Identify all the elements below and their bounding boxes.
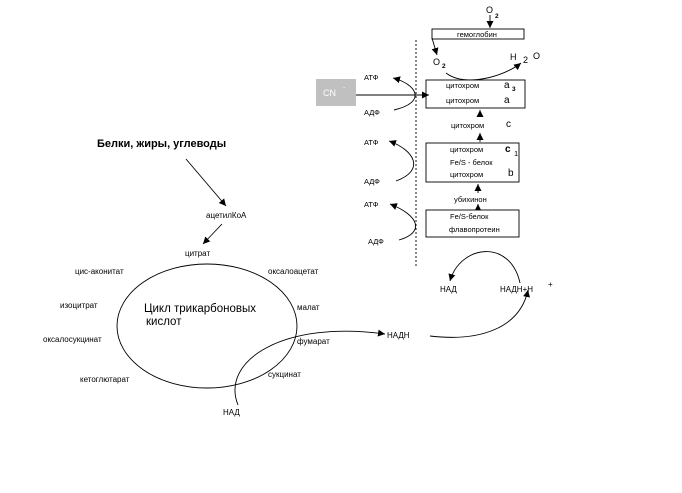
label-isocitrate: изоцитрат	[60, 301, 98, 310]
label-cis-aconitate: цис-аконитат	[75, 267, 124, 276]
label-atp-3: АТФ	[364, 200, 379, 209]
arrow-adp-to-atp-3	[389, 203, 417, 241]
hemoglobin-box	[431, 28, 525, 40]
label-cyt-a3-letter: a	[504, 80, 510, 91]
label-water-h: H	[510, 52, 517, 62]
flavoprotein-box	[425, 209, 520, 238]
label-fes-b: Fe/S - белок	[450, 158, 493, 167]
label-succinate: сукцинат	[268, 370, 301, 379]
label-atp-1: АТФ	[364, 73, 379, 82]
label-ubiquinone: убихинон	[454, 195, 487, 204]
arrow-substrates-to-acetylcoa	[185, 158, 227, 207]
label-adp-2: АДФ	[364, 177, 380, 186]
label-o2-top: O	[486, 5, 493, 15]
label-adp-1: АДФ	[364, 108, 380, 117]
label-citrate: цитрат	[185, 249, 210, 258]
label-cyt-b-letter: b	[508, 168, 514, 179]
label-cyt-a-letter: a	[504, 95, 510, 106]
label-cyt-a3-sub: 3	[512, 86, 516, 93]
label-cyanide-sup: -	[343, 83, 346, 92]
label-flavoprotein: флавопротеин	[449, 225, 500, 234]
label-nadh-out: НАДН	[387, 331, 410, 340]
label-oxalosuccinate: оксалосукцинат	[43, 335, 102, 344]
label-water-2: 2	[523, 55, 528, 65]
heading-substrates: Белки, жиры, углеводы	[97, 138, 226, 150]
label-o2-bottom: O	[433, 57, 440, 67]
label-cyanide: CN	[323, 88, 336, 98]
arrow-adp-to-atp-1	[392, 76, 416, 111]
label-cyt-a3: цитохром	[446, 81, 479, 90]
label-cyt-b: цитохром	[450, 170, 483, 179]
label-acetylcoa: ацетилКоА	[206, 211, 247, 220]
arrow-adp-to-atp-2	[388, 140, 415, 182]
label-fumarate: фумарат	[297, 337, 330, 346]
arrow-hemoglobin-to-o2	[431, 37, 439, 56]
label-atp-2: АТФ	[364, 138, 379, 147]
tca-cycle-title-2: кислот	[146, 316, 182, 328]
arrow-acetylcoa-to-citrate	[202, 223, 223, 245]
label-cyt-c1: цитохром	[450, 145, 483, 154]
label-fes-fp: Fe/S-белок	[450, 212, 489, 221]
arrow-nadh-h-to-nad	[448, 251, 521, 284]
tca-cycle-title-1: Цикл трикарбоновых	[144, 303, 256, 315]
label-o2-bottom-sub: 2	[442, 63, 446, 70]
label-hemoglobin: гемоглобин	[457, 30, 497, 39]
cytochrome-b-c1-box	[425, 142, 520, 183]
label-nad-cycle-nad: НАД	[440, 285, 457, 294]
label-cyt-a: цитохром	[446, 96, 479, 105]
label-cyt-c: цитохром	[451, 121, 484, 130]
cyanide-box	[316, 79, 356, 106]
arrow-o2-to-water	[445, 62, 522, 81]
label-oxaloacetate: оксалоацетат	[268, 267, 319, 276]
label-nad-cycle-nadh: НАДН+Н	[500, 285, 533, 294]
label-cyt-c-letter: c	[506, 119, 511, 130]
label-ketoglutarate: кетоглютарат	[80, 375, 130, 384]
arrow-nadh-to-nadh-h	[429, 289, 530, 338]
label-nad-cycle-plus: +	[548, 280, 553, 289]
label-o2-top-sub: 2	[495, 13, 499, 20]
label-cyt-c1-letter: c	[505, 144, 511, 155]
label-adp-3: АДФ	[368, 237, 384, 246]
label-nad-in: НАД	[223, 408, 240, 417]
arrow-nad-to-nadh	[234, 329, 386, 406]
tca-cycle-ellipse	[116, 263, 298, 389]
label-cyt-c1-sub: 1	[514, 149, 518, 158]
cytochrome-a-a3-box	[425, 79, 526, 109]
label-malate: малат	[297, 303, 320, 312]
label-water-o: O	[533, 51, 540, 61]
